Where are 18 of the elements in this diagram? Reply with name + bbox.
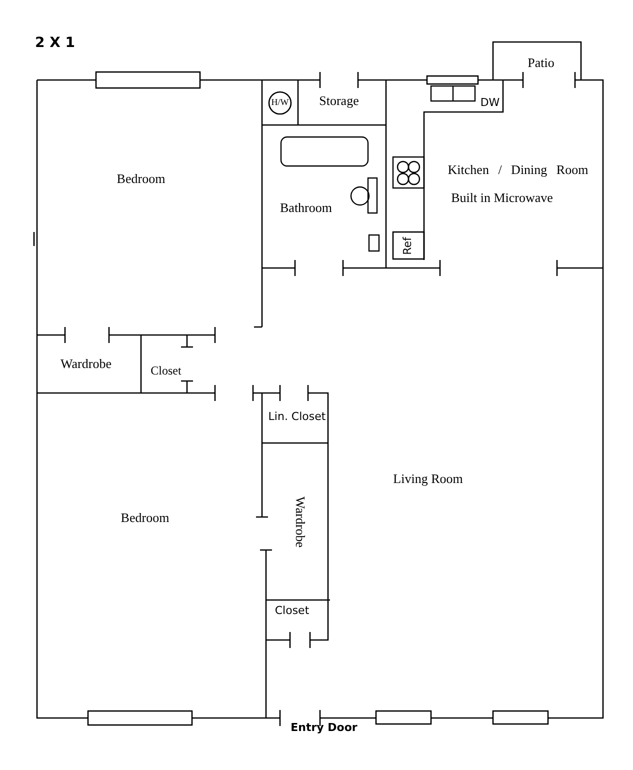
feature-note: Built in Microwave — [451, 190, 553, 206]
room-label: Closet — [150, 364, 182, 378]
room-label: Wardrobe — [60, 356, 112, 372]
room-label: Patio — [528, 56, 554, 70]
plan-title: 2 X 1 — [35, 36, 76, 52]
room-label: Storage — [319, 94, 359, 108]
room-label: Lin. Closet — [268, 410, 326, 424]
room-label: Bathroom — [280, 200, 332, 216]
room-label: Kitchen / Dining Room — [448, 162, 588, 178]
room-label: Bedroom — [120, 510, 170, 526]
door-label: Entry Door — [290, 722, 358, 734]
room-label: Closet — [274, 604, 310, 618]
room-label: Living Room — [393, 472, 463, 486]
appliance-label: H/W — [271, 98, 289, 108]
appliance-label: DW — [480, 96, 500, 110]
room-label: Bedroom — [116, 172, 166, 186]
room-label: Wardrobe — [292, 496, 308, 548]
appliance-label: Ref — [402, 237, 414, 255]
